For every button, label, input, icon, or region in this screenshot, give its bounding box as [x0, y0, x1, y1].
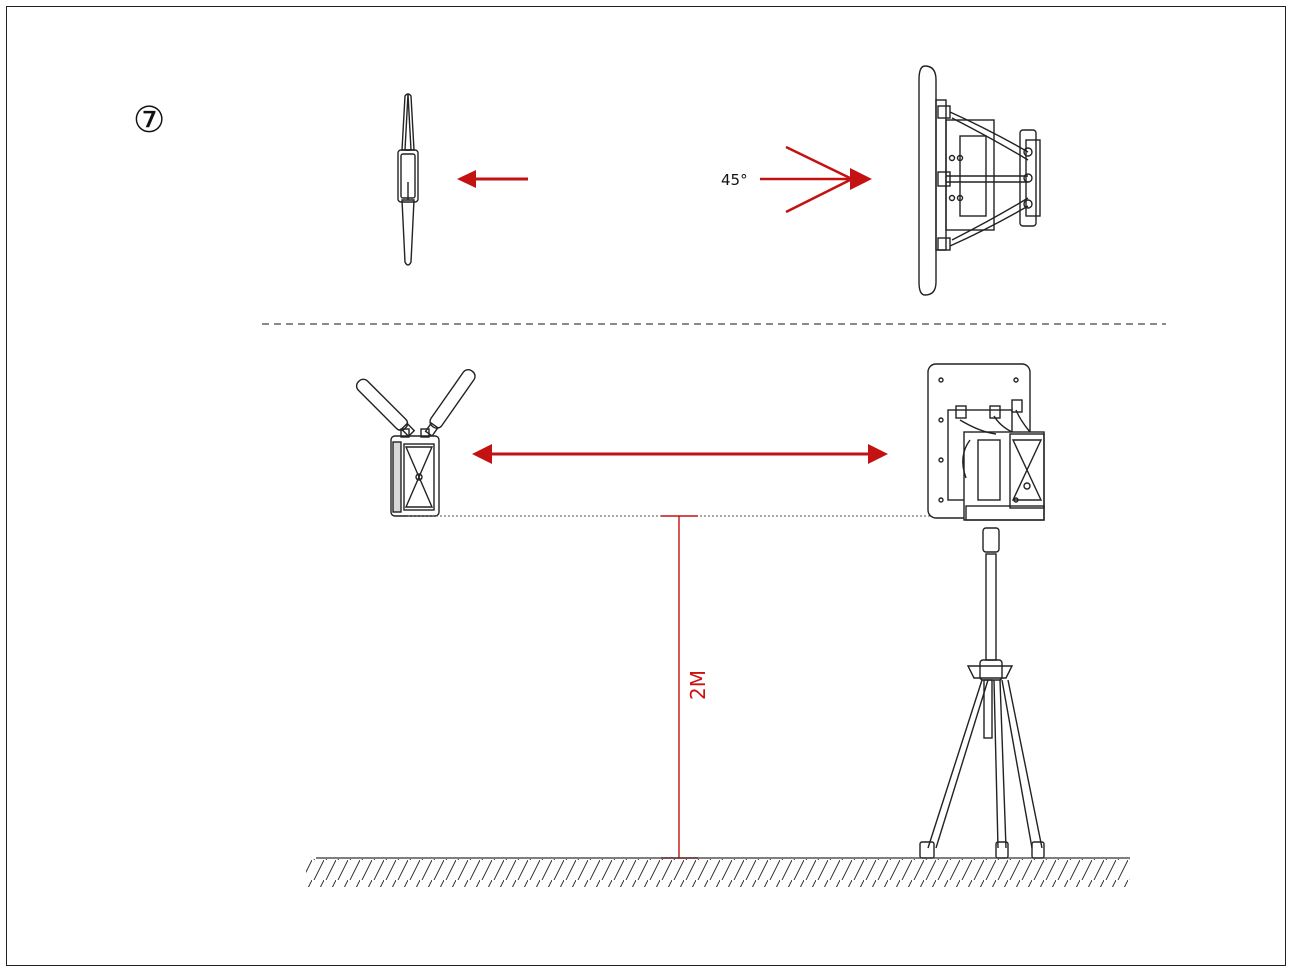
receiver-top-view [918, 65, 1041, 296]
height-label: 2M [686, 670, 710, 700]
distance-arrow [472, 444, 888, 464]
step-number: ⑦ [133, 100, 166, 141]
direction-arrow-left [457, 170, 528, 188]
angle-arrows [760, 145, 872, 214]
tripod [919, 527, 1045, 859]
angle-label: 45° [721, 171, 748, 189]
ground [306, 857, 1130, 887]
transmitter-top-view [397, 93, 419, 266]
diagram-canvas [262, 65, 1166, 887]
transmitter-device [355, 369, 476, 517]
receiver-device [927, 363, 1045, 521]
